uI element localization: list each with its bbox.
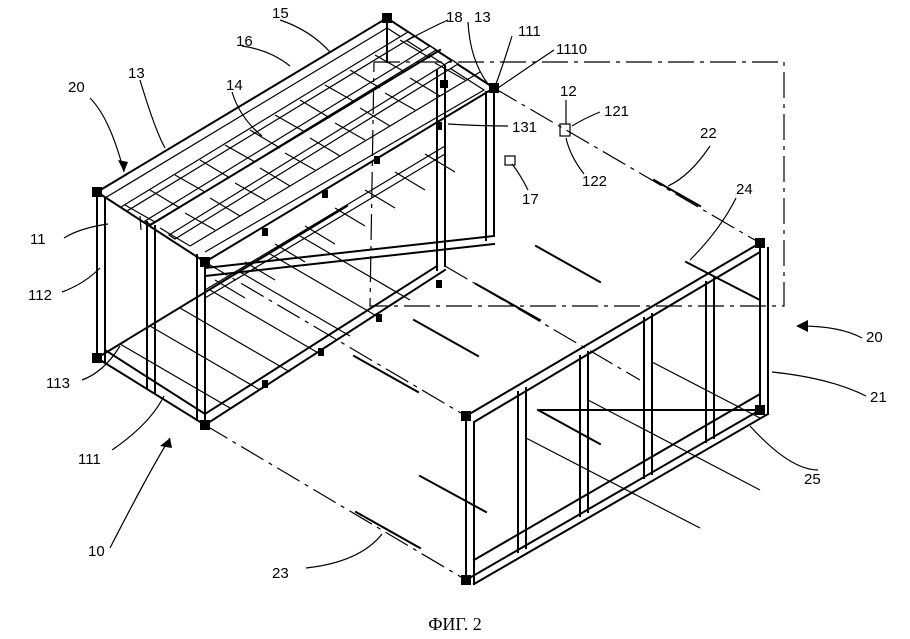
label-14: 14	[226, 77, 243, 94]
frame-unit-10	[92, 13, 499, 430]
label-10: 10	[88, 543, 105, 560]
label-131: 131	[512, 119, 537, 136]
reference-labels: 20 13 15 16 18 13 111 1110 12 121 14 131…	[28, 5, 887, 582]
label-122: 122	[582, 173, 607, 190]
label-1110: 1110	[556, 41, 587, 58]
pointer-arrows	[118, 160, 808, 448]
label-22: 22	[700, 125, 717, 142]
label-13-right: 13	[474, 9, 491, 26]
middle-shelf	[203, 145, 496, 299]
label-18: 18	[446, 9, 463, 26]
bottom-frame-unit-10	[95, 204, 447, 427]
label-25: 25	[804, 471, 821, 488]
label-20-right: 20	[866, 329, 883, 346]
leader-lines	[61, 19, 867, 569]
label-20-top: 20	[68, 79, 85, 96]
label-111-bottom: 111	[78, 451, 101, 468]
label-13-left: 13	[128, 65, 145, 82]
label-15: 15	[272, 5, 289, 22]
label-21: 21	[870, 389, 887, 406]
upper-rungs	[124, 39, 466, 247]
assembly-lines	[204, 61, 785, 581]
label-121: 121	[604, 103, 629, 120]
connector-rods	[352, 178, 702, 550]
upper-shelf-beams	[119, 31, 481, 247]
label-111-top: 111	[518, 23, 541, 40]
label-11: 11	[30, 231, 46, 248]
label-112: 112	[28, 287, 52, 304]
figure-caption: ФИГ. 2	[428, 614, 482, 634]
label-24: 24	[736, 181, 753, 198]
label-17: 17	[522, 191, 539, 208]
label-113: 113	[46, 375, 70, 392]
label-12: 12	[560, 83, 577, 100]
label-23: 23	[272, 565, 289, 582]
label-16: 16	[236, 33, 253, 50]
posts-unit-20	[517, 277, 715, 553]
frame-unit-20	[461, 238, 770, 586]
connector-parts	[504, 123, 571, 166]
